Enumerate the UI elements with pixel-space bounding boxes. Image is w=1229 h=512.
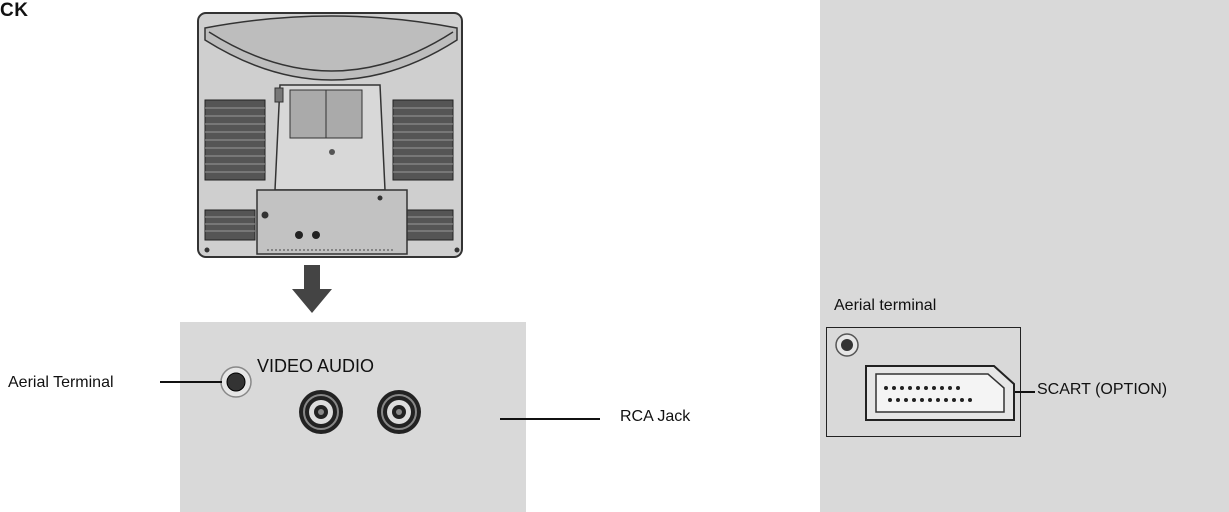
scart-panel xyxy=(826,327,1021,437)
tv-terminal-area xyxy=(256,189,408,255)
scart-leader-line xyxy=(1015,391,1035,393)
tv-dome xyxy=(204,15,458,81)
jack-panel xyxy=(180,322,526,512)
scart-connector xyxy=(865,365,1015,421)
video-audio-label: VIDEO AUDIO xyxy=(257,356,375,376)
rca-jack-label: RCA Jack xyxy=(620,408,691,425)
right-speaker-grille xyxy=(392,99,454,241)
scart-label: SCART (OPTION) xyxy=(1037,381,1168,398)
rca-audio-jack xyxy=(377,390,421,434)
section-heading: CK xyxy=(0,0,29,21)
right-panel xyxy=(820,0,1229,512)
aerial-terminal-leader-line xyxy=(160,381,222,383)
left-speaker-grille xyxy=(204,99,266,241)
aerial-terminal-label-left: Aerial Terminal xyxy=(8,374,114,391)
rca-jack-leader-line xyxy=(500,418,600,420)
aerial-terminal-jack-right xyxy=(835,333,859,357)
aerial-terminal-jack xyxy=(220,366,252,398)
tv-rear-illustration xyxy=(197,12,463,258)
down-arrow-icon xyxy=(292,265,332,313)
rca-video-jack xyxy=(299,390,343,434)
aerial-terminal-label-right: Aerial terminal xyxy=(834,297,937,314)
